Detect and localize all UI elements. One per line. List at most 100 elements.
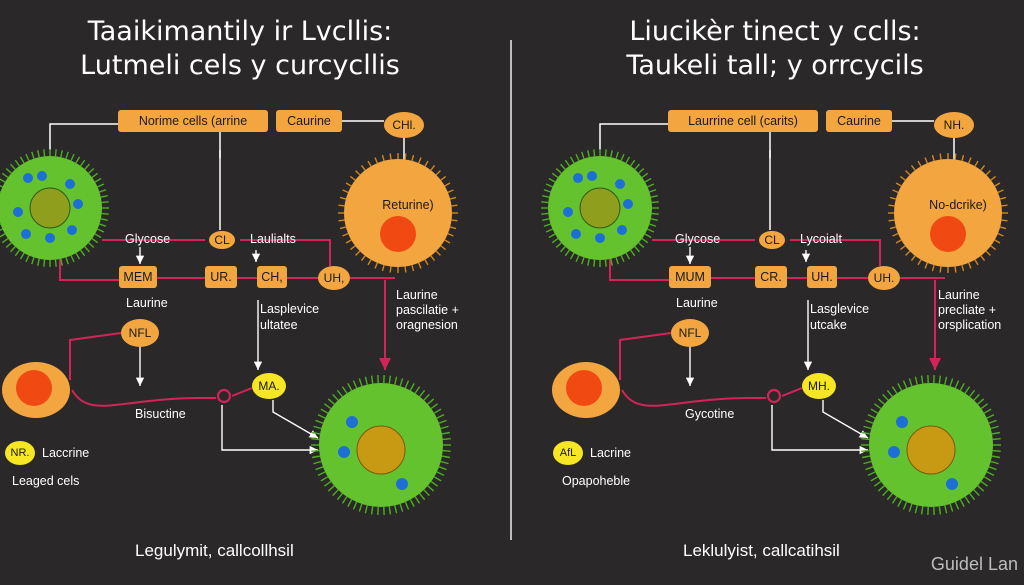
- orange-spike: [999, 196, 1007, 200]
- green-cell-bottom-spike: [954, 501, 960, 510]
- green-cell-top-spike: [31, 257, 35, 265]
- blue-vesicle: [595, 233, 605, 243]
- green-cell-top-spike: [37, 150, 40, 158]
- pathway-line: [781, 387, 803, 397]
- green-cell-top-spike: [610, 258, 613, 266]
- green-cell-top-spike: [54, 149, 57, 157]
- green-cell-bottom-spike: [863, 425, 872, 430]
- orange-spike: [899, 175, 906, 181]
- green-cell-top-spike: [19, 156, 25, 164]
- pathway-line: [240, 239, 331, 266]
- orange-spike: [389, 266, 392, 273]
- green-cell-bottom-spike: [891, 496, 898, 504]
- right-legend-badge: AfL: [553, 441, 583, 465]
- right-panel-graphics: [541, 120, 1008, 515]
- orange-spike: [367, 160, 372, 167]
- green-cell-bottom-spike: [313, 460, 322, 465]
- orange-spike: [447, 233, 454, 237]
- pathway-line: [621, 389, 766, 407]
- green-cell-bottom-spike: [394, 376, 398, 385]
- green-cell-bottom-spike: [964, 496, 971, 504]
- orange-spike: [411, 264, 415, 272]
- green-cell-bottom-spike: [861, 455, 871, 459]
- orange-spike: [449, 196, 457, 200]
- right-oval-nh: NH.: [934, 112, 974, 138]
- green-cell-top-spike: [84, 246, 90, 253]
- green-cell-top-spike: [610, 150, 613, 158]
- green-cell-top-spike: [651, 212, 659, 215]
- orange-spike: [895, 239, 902, 244]
- connector-line: [49, 123, 118, 150]
- blue-vesicle: [573, 173, 583, 183]
- orange-spike: [888, 204, 895, 207]
- green-cell-bottom-spike: [332, 393, 339, 401]
- orange-spike: [997, 189, 1004, 193]
- green-cell-bottom-spike: [423, 393, 430, 401]
- junction-ring: [766, 388, 782, 404]
- green-cell-top-spike: [14, 159, 21, 167]
- orange-spike: [899, 245, 906, 251]
- green-cell-bottom-spike: [409, 499, 415, 507]
- right-footer: Leklulyist, callcatihsil: [683, 541, 840, 560]
- orange-cell-nucleus: [380, 216, 416, 252]
- green-cell-bottom-spike: [870, 476, 879, 482]
- blue-vesicle: [617, 225, 627, 235]
- right-box-laurrine-cell: Laurrine cell (carits): [668, 110, 818, 132]
- green-cell-bottom-spike: [969, 493, 976, 501]
- left-oval-nfl: NFL: [121, 319, 159, 347]
- orange-spike: [360, 255, 366, 262]
- green-cell-top-spike: [99, 223, 107, 227]
- green-cell-top-spike: [75, 252, 81, 260]
- green-cell-bottom-spike: [980, 480, 989, 487]
- orange-spike: [961, 154, 965, 162]
- green-cell-bottom-spike: [327, 485, 335, 492]
- green-cell-bottom-spike: [341, 496, 348, 504]
- orange-spike: [449, 226, 457, 230]
- green-cell-nucleus: [29, 187, 71, 229]
- green-cell-bottom-spike: [427, 485, 435, 492]
- green-cell-bottom-spike: [313, 425, 322, 430]
- orange-spike: [430, 164, 436, 171]
- watermark-text: Guidel Lan: [930, 554, 1018, 574]
- right-big-cell-label: No-dcrike): [929, 198, 987, 212]
- green-cell-bottom-spike: [438, 466, 447, 471]
- left-oval-uh: UH,: [318, 266, 350, 290]
- green-cell-bottom-spike: [973, 489, 980, 497]
- orange-spike: [892, 189, 899, 193]
- green-cell-top-spike: [560, 246, 566, 253]
- left-label-laurine: Laurine: [126, 296, 168, 310]
- right-title-line2: Taukeli tall; y orrcycils: [626, 50, 924, 81]
- left-label-lasp-1: Lasplevice: [260, 302, 320, 316]
- orange-spike: [990, 245, 997, 251]
- green-cell-top-spike: [75, 156, 81, 164]
- green-cell-top-spike: [649, 189, 657, 193]
- orange-spike: [424, 160, 429, 167]
- green-cell-bottom-spike: [908, 503, 913, 512]
- green-cell-top-spike: [604, 149, 607, 157]
- orange-spike: [451, 219, 458, 222]
- green-cell-bottom-spike: [977, 485, 985, 492]
- green-cell-bottom-spike: [983, 476, 992, 482]
- green-cell-top-spike: [5, 242, 12, 248]
- green-cell-bottom-spike: [938, 375, 942, 384]
- orange-spike: [444, 182, 451, 187]
- green-cell-bottom-spike: [865, 466, 874, 471]
- left-panel-graphics: [0, 120, 458, 515]
- green-cell-bottom-spike: [861, 438, 870, 441]
- orange-spike: [451, 204, 458, 207]
- orange-spike: [374, 262, 378, 269]
- green-cell-top-spike: [70, 255, 75, 263]
- orange-spike: [404, 153, 407, 160]
- blue-vesicle: [73, 199, 83, 209]
- green-cell-bottom-spike: [414, 386, 421, 394]
- orange-spike: [997, 233, 1004, 237]
- green-cell-bottom-spike: [430, 480, 439, 487]
- green-cell-top-spike: [569, 156, 575, 164]
- green-cell-top-spike: [43, 259, 46, 267]
- orange-spike: [349, 245, 356, 251]
- right-label-laurine: Laurine: [676, 296, 718, 310]
- green-cell-top-spike: [575, 255, 580, 263]
- green-cell-top-spike: [638, 168, 645, 174]
- connector-line: [599, 123, 668, 150]
- green-cell-bottom-spike: [944, 376, 948, 385]
